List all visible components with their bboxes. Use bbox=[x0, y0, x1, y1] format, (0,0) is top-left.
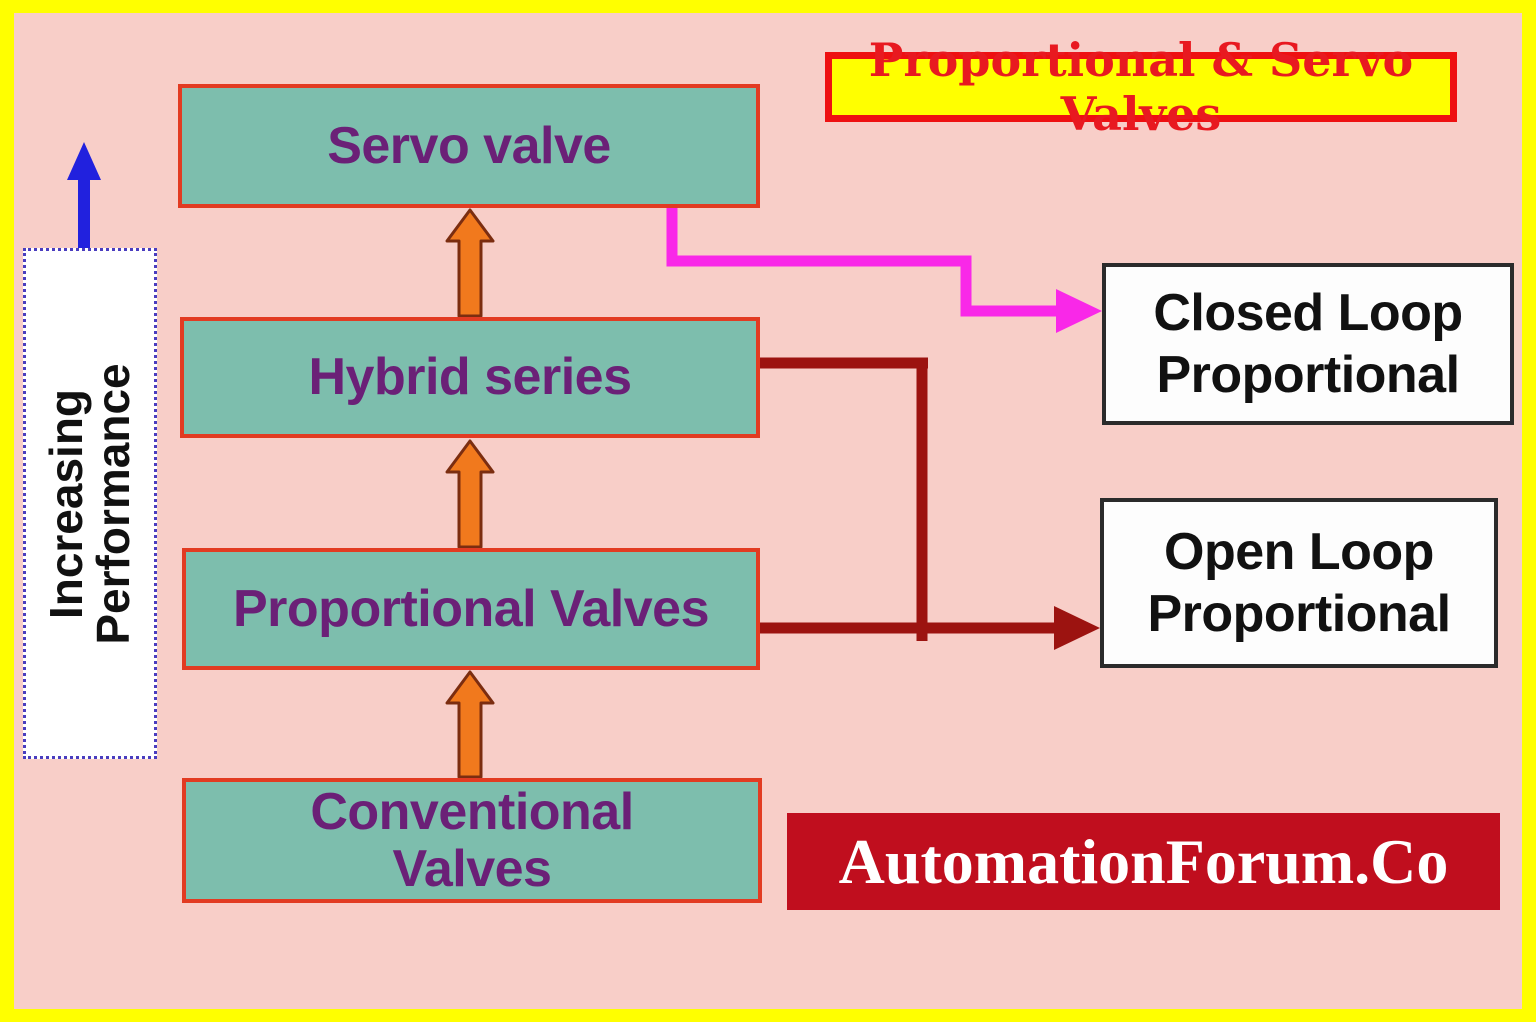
level-label: Hybrid series bbox=[308, 348, 633, 407]
level-label: Proportional Valves bbox=[233, 579, 710, 638]
level-box-conventional-valves: Conventional Valves bbox=[182, 778, 762, 903]
watermark-banner: AutomationForum.Co bbox=[787, 813, 1500, 910]
output-box-closed-loop: Closed Loop Proportional bbox=[1102, 263, 1514, 425]
output-box-open-loop: Open Loop Proportional bbox=[1100, 498, 1498, 668]
level-box-proportional-valves: Proportional Valves bbox=[182, 548, 760, 670]
performance-axis-box: Increasing Performance bbox=[23, 248, 157, 759]
output-label: Open Loop Proportional bbox=[1147, 522, 1451, 643]
watermark-label: AutomationForum.Co bbox=[838, 825, 1449, 897]
diagram-title-box: Proportional & Servo Valves bbox=[825, 33, 1457, 141]
diagram-title: Proportional & Servo Valves bbox=[868, 33, 1414, 141]
level-box-hybrid-series: Hybrid series bbox=[180, 317, 760, 438]
level-label: Servo valve bbox=[327, 116, 611, 175]
level-box-servo-valve: Servo valve bbox=[178, 84, 760, 208]
output-label: Closed Loop Proportional bbox=[1153, 283, 1463, 404]
performance-axis-label: Increasing Performance bbox=[39, 362, 139, 645]
level-label: Conventional Valves bbox=[310, 783, 634, 898]
